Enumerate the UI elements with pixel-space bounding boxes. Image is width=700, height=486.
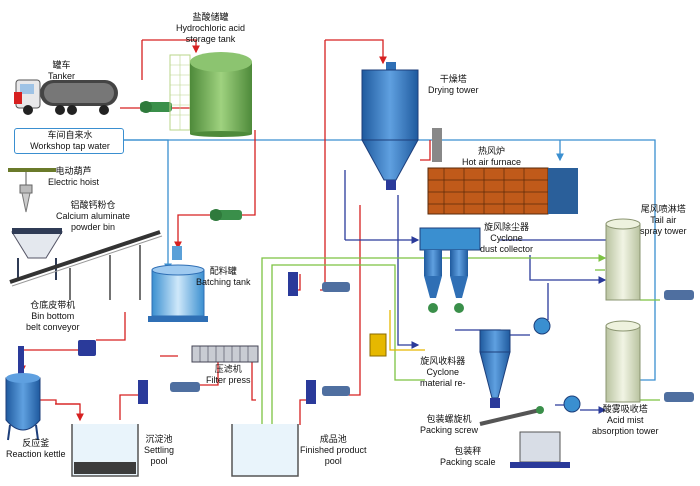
- reaction-label: 反应釜 Reaction kettle: [6, 438, 66, 460]
- powder-bin-graphic: [9, 228, 163, 300]
- tanker-label: 罐车 Tanker: [48, 60, 75, 82]
- drying-label-zh: 干燥塔: [439, 74, 467, 84]
- furnace-label: 热风炉 Hot air furnace: [462, 146, 521, 168]
- fan-acid: [563, 395, 581, 413]
- ca-bin-label: 铝酸钙粉仓 Calcium aluminate powder bin: [56, 200, 130, 233]
- material-label-en2: material re-: [420, 378, 466, 388]
- finished-label-zh: 成品池: [319, 434, 347, 444]
- batching-label-en: Batching tank: [196, 277, 251, 287]
- filter-label-en: Filter press: [206, 375, 251, 385]
- tail-spray-tower-graphic: [605, 218, 641, 301]
- tanker-truck-graphic: [14, 79, 118, 115]
- tail-label-en2: spray tower: [640, 226, 687, 236]
- finished-label: 成品池 Finished product pool: [300, 434, 367, 467]
- hcl-storage-tank-graphic: [169, 52, 252, 137]
- drying-tower-graphic: [361, 62, 419, 190]
- furnace-label-zh: 热风炉: [478, 146, 506, 156]
- green-lines: [261, 254, 660, 425]
- conveyor-label-en2: belt conveyor: [26, 322, 80, 332]
- batching-tank-graphic: [148, 246, 208, 322]
- reaction-label-en: Reaction kettle: [6, 449, 66, 459]
- cyclone-material-receiver-graphic: [479, 329, 511, 408]
- workshop-tap-water-box: [14, 128, 124, 154]
- batching-label: 配料罐 Batching tank: [196, 266, 251, 288]
- packing-scale-label-zh: 包装秤: [454, 446, 482, 456]
- reaction-kettle-graphic: [5, 346, 41, 441]
- packing-screw-label-zh: 包装螺旋机: [426, 414, 472, 424]
- material-label-zh: 旋风收料器: [420, 356, 466, 366]
- hoist-label-en: Electric hoist: [48, 177, 100, 187]
- settling-label-zh: 沉淀池: [145, 434, 173, 444]
- acid-mist-label-en2: absorption tower: [592, 426, 659, 436]
- hoist-label: 电动葫芦 Electric hoist: [48, 166, 99, 188]
- conveyor-label-zh: 仓底皮带机: [30, 300, 76, 310]
- tail-label-zh: 尾风喷淋塔: [640, 204, 686, 214]
- finished-label-en2: pool: [324, 456, 342, 466]
- acid-mist-label: 酸雾吸收塔 Acid mist absorption tower: [592, 404, 659, 437]
- conveyor-label: 仓底皮带机 Bin bottom belt conveyor: [26, 300, 80, 333]
- hcl-tank-label-en1: Hydrochloric acid: [176, 23, 246, 33]
- drum-graphic: [369, 333, 387, 357]
- filter-label-zh: 压滤机: [214, 364, 242, 374]
- conveyor-label-en1: Bin bottom: [31, 311, 75, 321]
- packing-scale-graphic: [510, 431, 570, 468]
- pump-finished: [306, 380, 350, 404]
- fan-dust: [533, 317, 551, 335]
- motor-reaction-feed: [78, 340, 96, 356]
- settling-pool-graphic: [71, 424, 139, 477]
- drying-label: 干燥塔 Drying tower: [428, 74, 479, 96]
- ca-bin-label-en2: powder bin: [71, 222, 116, 232]
- batching-label-zh: 配料罐: [209, 266, 237, 276]
- tap-water-label-en: Workshop tap water: [30, 141, 110, 151]
- tail-label-en1: Tail air: [650, 215, 677, 225]
- packing-scale-label-en: Packing scale: [440, 457, 496, 467]
- yellow-line: [389, 310, 425, 351]
- hot-air-furnace-graphic: [427, 128, 578, 215]
- hoist-label-zh: 电动葫芦: [55, 166, 92, 176]
- dust-label-zh: 旋风除尘器: [484, 222, 530, 232]
- settling-label-en1: Settling: [144, 445, 175, 455]
- pump-settling: [138, 380, 200, 404]
- material-label-en1: Cyclone: [426, 367, 460, 377]
- reaction-label-zh: 反应釜: [22, 438, 50, 448]
- hcl-tank-label-zh: 盐酸储罐: [192, 12, 229, 22]
- hcl-tank-label: 盐酸储罐 Hydrochloric acid storage tank: [176, 12, 245, 45]
- tap-water-label: 车间自来水 Workshop tap water: [20, 130, 120, 152]
- settling-label: 沉淀池 Settling pool: [144, 434, 174, 467]
- packing-screw-label-en: Packing screw: [420, 425, 479, 435]
- dust-label: 旋风除尘器 Cyclone dust collector: [480, 222, 533, 255]
- finished-label-en1: Finished product: [300, 445, 367, 455]
- ca-bin-label-zh: 铝酸钙粉仓: [70, 200, 116, 210]
- acid-mist-label-zh: 酸雾吸收塔: [602, 404, 648, 414]
- filter-press-graphic: [191, 345, 259, 363]
- acid-mist-label-en1: Acid mist: [607, 415, 644, 425]
- pump-batching: [210, 209, 242, 221]
- tap-water-label-zh: 车间自来水: [47, 130, 93, 140]
- dust-label-en2: dust collector: [480, 244, 534, 254]
- settling-label-en2: pool: [150, 456, 168, 466]
- packing-screw-label: 包装螺旋机 Packing screw: [420, 414, 478, 436]
- tanker-label-en: Tanker: [48, 71, 76, 81]
- finished-pool-graphic: [231, 424, 299, 477]
- tail-label: 尾风喷淋塔 Tail air spray tower: [640, 204, 687, 237]
- pump-drying-feed: [288, 272, 350, 296]
- electric-hoist-graphic: [8, 168, 56, 213]
- packing-scale-label: 包装秤 Packing scale: [440, 446, 496, 468]
- packing-screw-graphic: [479, 406, 544, 426]
- tanker-label-zh: 罐车: [52, 60, 71, 70]
- ca-bin-label-en1: Calcium aluminate: [56, 211, 131, 221]
- drying-label-en: Drying tower: [428, 85, 479, 95]
- hcl-tank-label-en2: storage tank: [185, 34, 236, 44]
- dust-label-en1: Cyclone: [490, 233, 523, 243]
- furnace-label-en: Hot air furnace: [462, 157, 522, 167]
- pumps-right: [664, 290, 694, 402]
- acid-mist-tower-graphic: [605, 320, 641, 403]
- material-label: 旋风收料器 Cyclone material re-: [420, 356, 466, 389]
- cyclone-dust-collector-graphic: [419, 227, 481, 313]
- pump-hcl: [140, 101, 172, 113]
- filter-label: 压滤机 Filter press: [206, 364, 251, 386]
